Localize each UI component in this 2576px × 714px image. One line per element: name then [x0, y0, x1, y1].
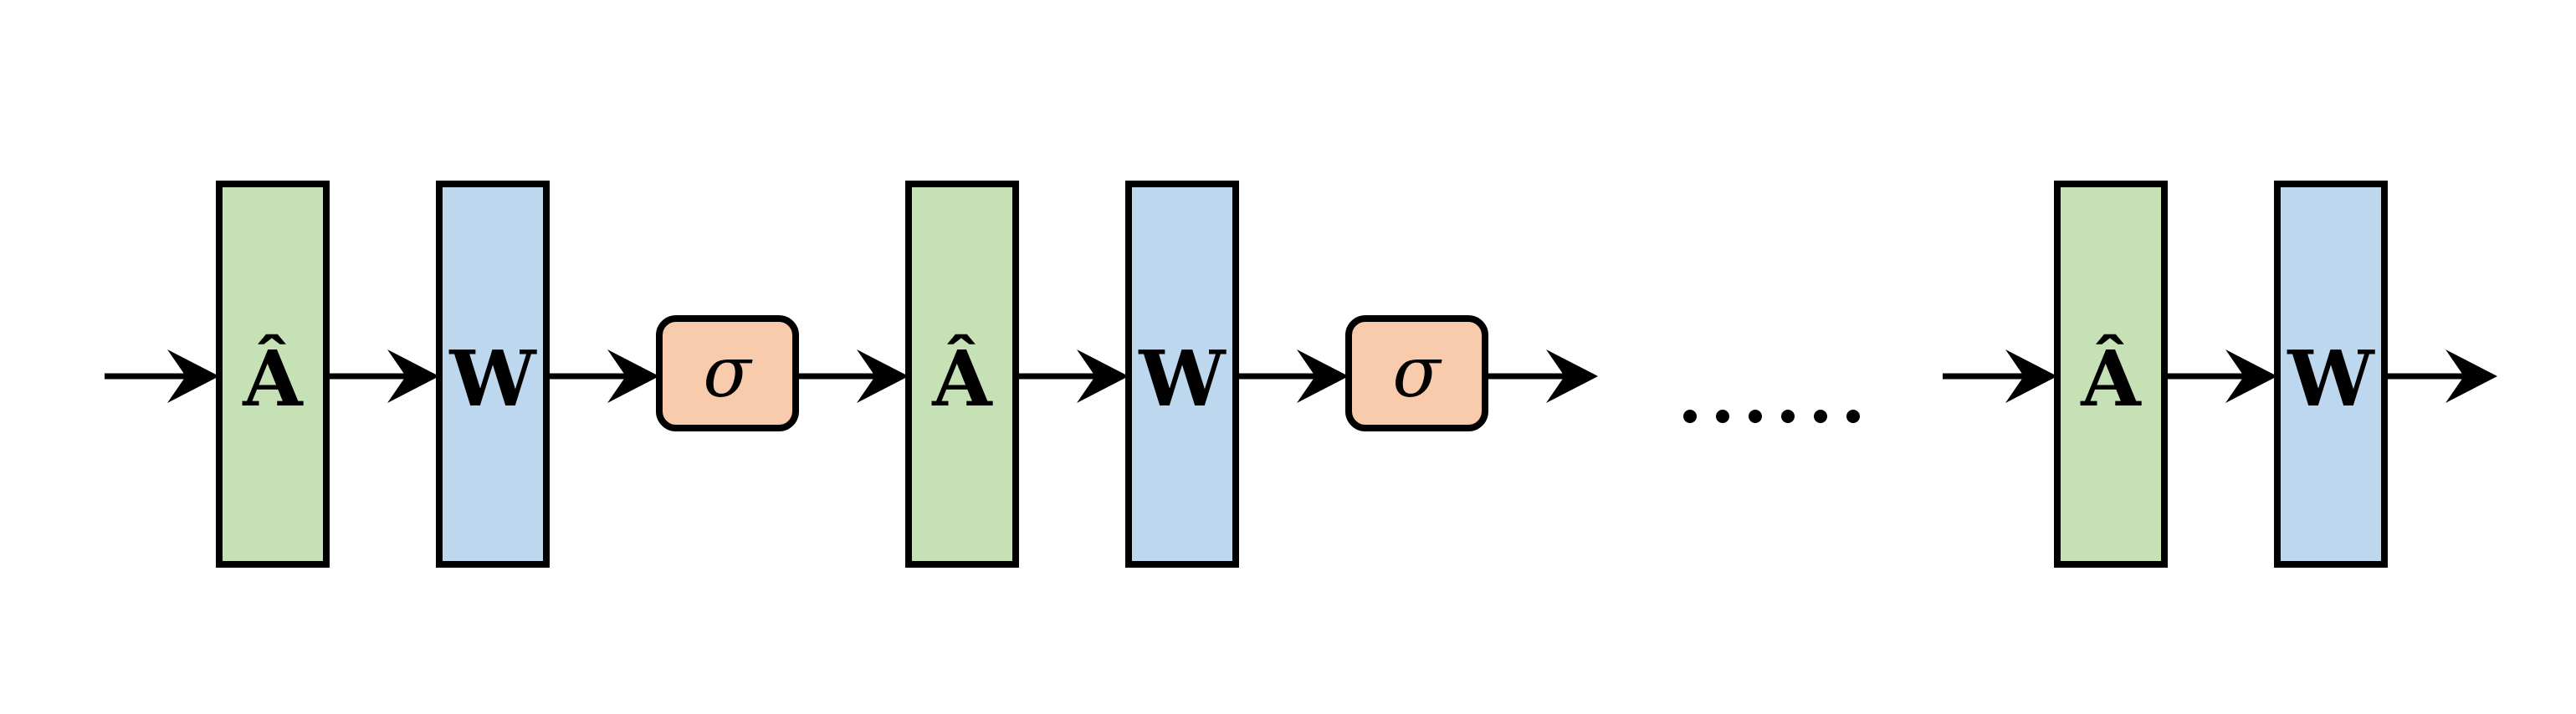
adjacency-block-2: Â — [905, 181, 1019, 568]
arrow-out-of-activation-2 — [1485, 349, 1598, 403]
arrow-adjacency-to-weight-final — [2164, 349, 2277, 403]
arrow-weight-to-activation-1 — [546, 349, 659, 403]
adjacency-label: Â — [931, 334, 993, 424]
weight-block-1: W — [436, 181, 550, 568]
ellipsis-dots — [1683, 410, 1860, 423]
output-arrow — [2384, 349, 2497, 403]
activation-label: σ — [703, 331, 753, 413]
activation-block-2: σ — [1345, 315, 1488, 431]
adjacency-block-final: Â — [2054, 181, 2168, 568]
weight-rect — [436, 181, 550, 568]
arrow-adjacency-to-weight-2 — [1016, 349, 1129, 403]
weight-block-2: W — [1125, 181, 1239, 568]
activation-block-1: σ — [656, 315, 799, 431]
arrow-activation-to-adjacency-2 — [796, 349, 909, 403]
arrow-adjacency-to-weight-1 — [326, 349, 439, 403]
adjacency-label: Â — [242, 334, 304, 424]
weight-block-final: W — [2274, 181, 2388, 568]
adjacency-block-1: Â — [216, 181, 330, 568]
activation-label: σ — [1392, 331, 1442, 413]
arrow-into-adjacency-final — [1943, 349, 2057, 403]
weight-rect — [2274, 181, 2388, 568]
adjacency-label: Â — [2080, 334, 2142, 424]
weight-label: W — [1138, 334, 1227, 424]
weight-rect — [1125, 181, 1239, 568]
input-arrow — [105, 349, 219, 403]
arrow-weight-to-activation-2 — [1236, 349, 1349, 403]
weight-label: W — [448, 334, 537, 424]
weight-label: W — [2287, 334, 2375, 424]
